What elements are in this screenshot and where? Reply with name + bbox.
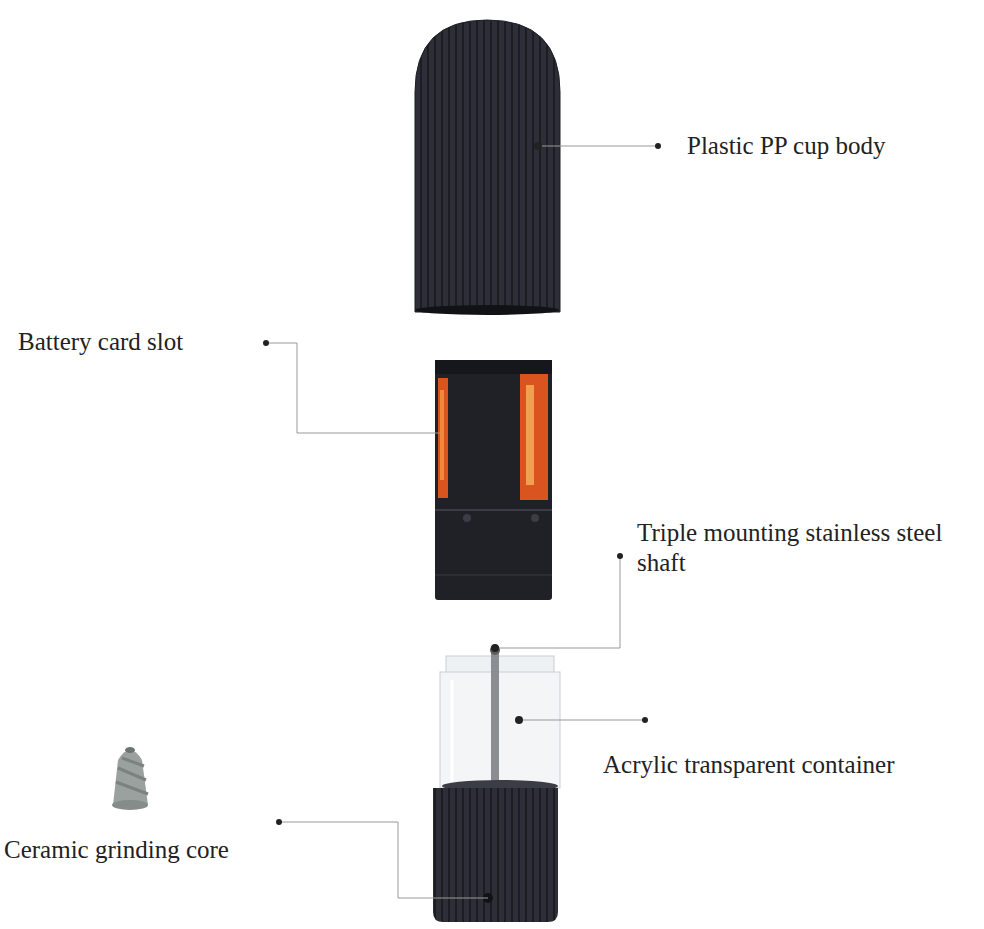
part-label: Ceramic grinding core: [4, 835, 229, 865]
part-label: Triple mounting stainless steel shaft: [637, 518, 957, 578]
part-label: Plastic PP cup body: [687, 131, 885, 161]
part-label: Battery card slot: [18, 327, 183, 357]
part-label: Acrylic transparent container: [603, 750, 895, 780]
